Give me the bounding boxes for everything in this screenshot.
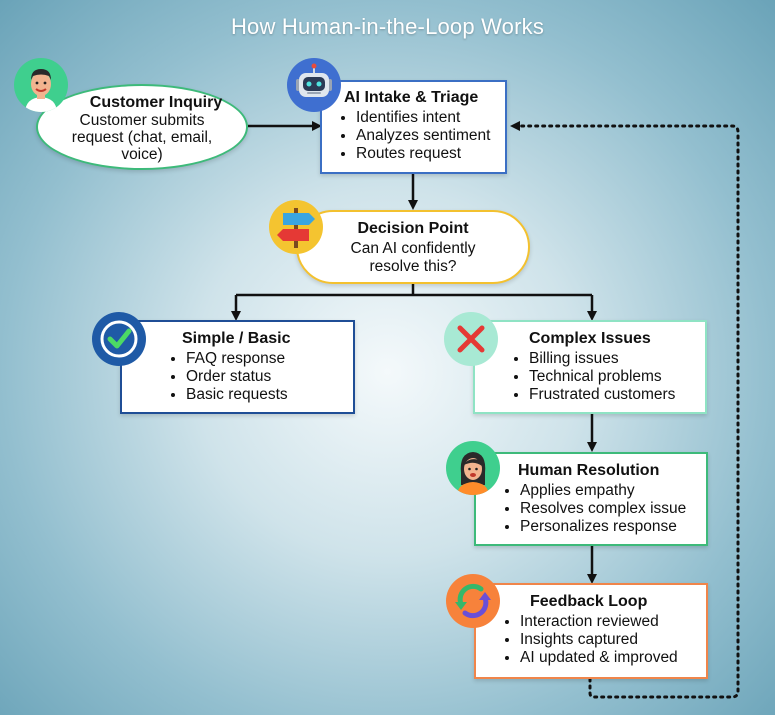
cross-icon xyxy=(444,312,498,366)
ai-intake-node: AI Intake & Triage Identifies intent Ana… xyxy=(320,80,507,174)
list-item: Insights captured xyxy=(520,631,698,649)
complex-issues-node: Complex Issues Billing issues Technical … xyxy=(473,320,707,414)
list-item: Technical problems xyxy=(529,368,697,386)
list-item: Order status xyxy=(186,368,345,386)
list-item: Analyzes sentiment xyxy=(356,127,497,145)
customer-inquiry-title: Customer Inquiry xyxy=(89,94,223,111)
simple-basic-title: Simple / Basic xyxy=(182,330,291,347)
list-item: FAQ response xyxy=(186,350,345,368)
signpost-icon xyxy=(269,200,323,254)
human-resolution-node: Human Resolution Applies empathy Resolve… xyxy=(474,452,708,546)
decision-point-line: Can AI confidently xyxy=(350,240,476,257)
ai-intake-title: AI Intake & Triage xyxy=(344,89,479,106)
feedback-return-loop xyxy=(510,121,740,699)
customer-inquiry-node: Customer Inquiry Customer submits reques… xyxy=(36,84,248,170)
list-item: Interaction reviewed xyxy=(520,613,698,631)
decision-point-line: resolve this? xyxy=(369,258,457,275)
decision-point-node: Decision Point Can AI confidently resolv… xyxy=(296,210,530,284)
decision-point-title: Decision Point xyxy=(357,220,469,237)
list-item: Applies empathy xyxy=(520,482,698,500)
customer-avatar-icon xyxy=(14,58,68,112)
feedback-loop-node: Feedback Loop Interaction reviewed Insig… xyxy=(474,583,708,679)
human-resolution-title: Human Resolution xyxy=(518,462,660,479)
customer-inquiry-line: request (chat, email, xyxy=(71,129,213,146)
list-item: Routes request xyxy=(356,145,497,163)
list-item: Billing issues xyxy=(529,350,697,368)
list-item: Basic requests xyxy=(186,386,345,404)
robot-icon xyxy=(287,58,341,112)
list-item: Resolves complex issue xyxy=(520,500,698,518)
list-item: Personalizes response xyxy=(520,518,698,536)
customer-inquiry-line: Customer submits xyxy=(79,112,205,129)
arrow-decision-branch xyxy=(236,284,592,297)
simple-basic-node: Simple / Basic FAQ response Order status… xyxy=(120,320,355,414)
complex-issues-title: Complex Issues xyxy=(529,330,651,347)
feedback-loop-title: Feedback Loop xyxy=(530,593,648,610)
cycle-arrows-icon xyxy=(446,574,500,628)
agent-avatar-icon xyxy=(446,441,500,495)
list-item: Frustrated customers xyxy=(529,386,697,404)
list-item: AI updated & improved xyxy=(520,649,698,667)
list-item: Identifies intent xyxy=(356,109,497,127)
page-title: How Human-in-the-Loop Works xyxy=(230,14,545,39)
checkmark-icon xyxy=(92,312,146,366)
customer-inquiry-line: voice) xyxy=(121,146,163,163)
